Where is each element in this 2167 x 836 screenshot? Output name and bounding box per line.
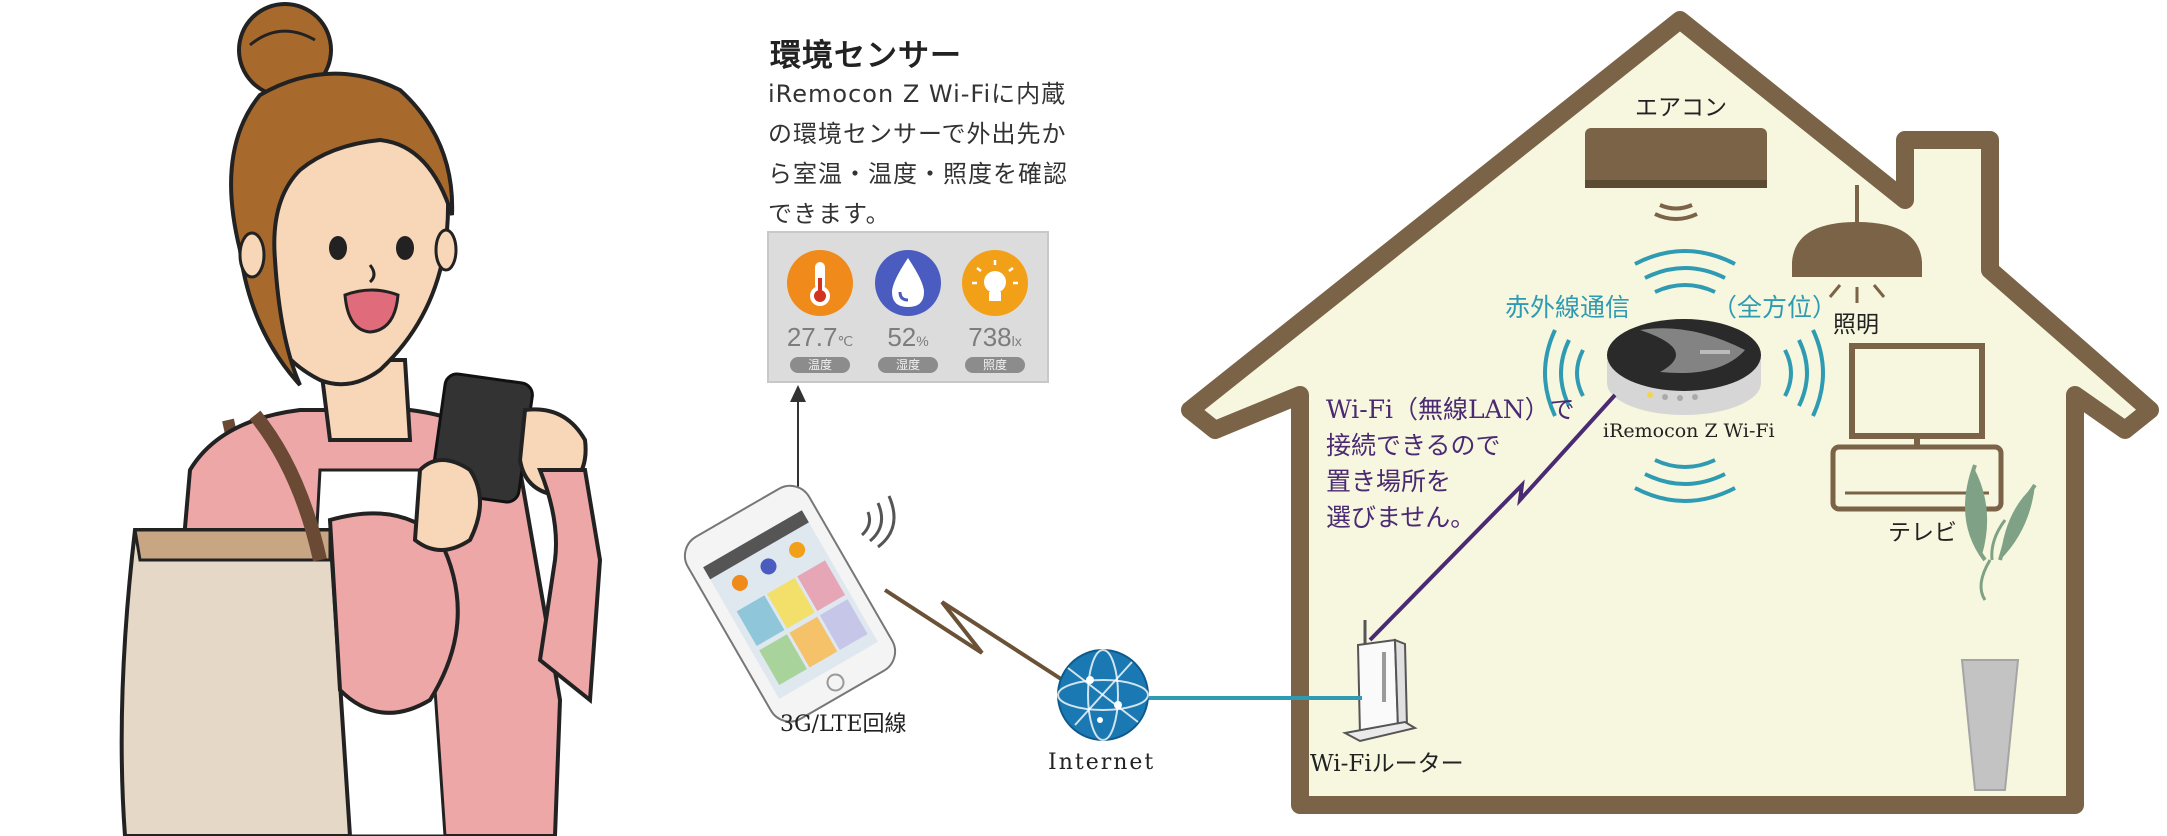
temperature-label: 温度 — [790, 357, 850, 373]
router-label: Wi-Fiルーター — [1310, 751, 1464, 777]
smartphone-icon — [683, 484, 897, 723]
sensor-description: iRemocon Z Wi-Fiに内蔵の環境センサーで外出先から室温・温度・照度… — [768, 80, 1068, 228]
infrared-label: 赤外線通信 — [1505, 293, 1631, 322]
globe-icon — [1057, 649, 1149, 741]
woman-illustration — [119, 2, 603, 836]
tv-label: テレビ — [1888, 520, 1957, 546]
wifi-router-icon — [1342, 620, 1418, 743]
ceiling-light-icon — [1792, 185, 1922, 303]
humidity-value: 52% — [887, 322, 929, 352]
sensor-title: 環境センサー — [770, 38, 962, 74]
wifi-note: Wi-Fi（無線LAN）で 接続できるので 置き場所を 選びません。 — [1326, 395, 1575, 532]
water-drop-icon — [875, 250, 941, 316]
aircon-label: エアコン — [1635, 95, 1727, 121]
temperature-value: 27.7℃ — [786, 322, 854, 352]
iremocon-device-icon — [1607, 319, 1761, 415]
illuminance-value: 738lx — [968, 322, 1022, 352]
signal-waves — [860, 495, 896, 549]
internet-label: Internet — [1048, 750, 1156, 775]
lighting-label: 照明 — [1833, 312, 1879, 338]
thermometer-icon — [787, 250, 853, 316]
omnidirectional-label: （全方位） — [1712, 293, 1838, 322]
lte-link-line — [883, 588, 1077, 690]
device-label: iRemocon Z Wi-Fi — [1603, 420, 1775, 442]
plant-icon — [1960, 464, 2037, 791]
light-bulb-icon — [962, 250, 1028, 316]
wifi-link-line — [1368, 393, 1617, 642]
humidity-label: 湿度 — [878, 357, 938, 373]
illuminance-label: 照度 — [965, 357, 1025, 373]
infrared-waves — [1543, 249, 1825, 503]
lte-label: 3G/LTE回線 — [780, 712, 907, 737]
television-icon — [1830, 343, 2004, 512]
air-conditioner-icon — [1585, 128, 1767, 221]
